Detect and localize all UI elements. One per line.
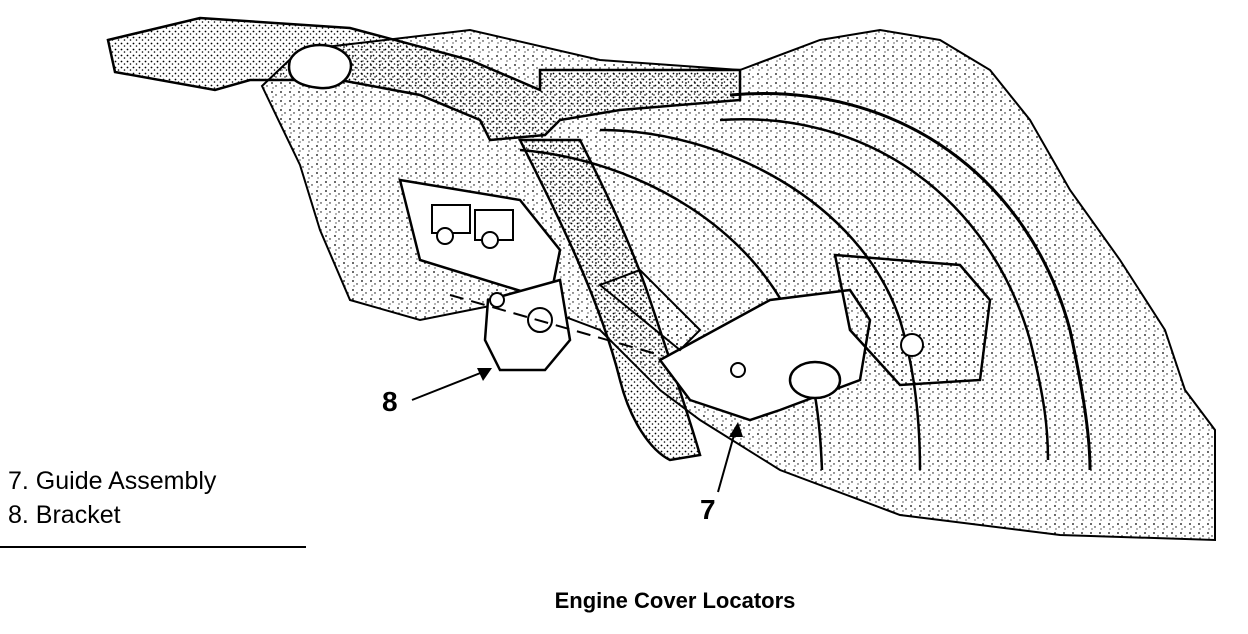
- legend: 7. Guide Assembly 8. Bracket: [8, 464, 216, 532]
- rib-outer: [729, 92, 1092, 471]
- bracket-pin: [489, 292, 505, 308]
- bracket-8: [483, 278, 572, 372]
- legend-divider: [0, 546, 306, 548]
- figure-caption: Engine Cover Locators: [554, 588, 796, 613]
- guide-pin: [788, 360, 842, 400]
- centerline: [449, 294, 661, 356]
- nut-left-b: [481, 231, 499, 249]
- right-bracket: [833, 253, 992, 387]
- arrowhead-8: [477, 368, 492, 381]
- nut-left-a: [436, 227, 454, 245]
- guide-hole: [730, 362, 746, 378]
- bolt-left-a: [431, 204, 471, 234]
- guide-clip: [598, 268, 702, 352]
- curved-strap: [517, 138, 702, 462]
- arrowhead-7: [729, 422, 743, 437]
- legend-item-guide-assembly: 7. Guide Assembly: [8, 467, 217, 495]
- callout-7: 7: [700, 494, 716, 525]
- upper-flange: [106, 16, 742, 142]
- flange-hook: [287, 43, 353, 90]
- nut-right: [900, 333, 924, 357]
- rib-front: [519, 148, 824, 471]
- rib-mid: [719, 118, 1050, 461]
- body-panel: [260, 28, 1216, 542]
- leader-8: [411, 369, 489, 401]
- leader-7: [717, 427, 737, 493]
- callout-8: 8: [382, 386, 398, 417]
- legend-item-bracket: 8. Bracket: [8, 501, 121, 529]
